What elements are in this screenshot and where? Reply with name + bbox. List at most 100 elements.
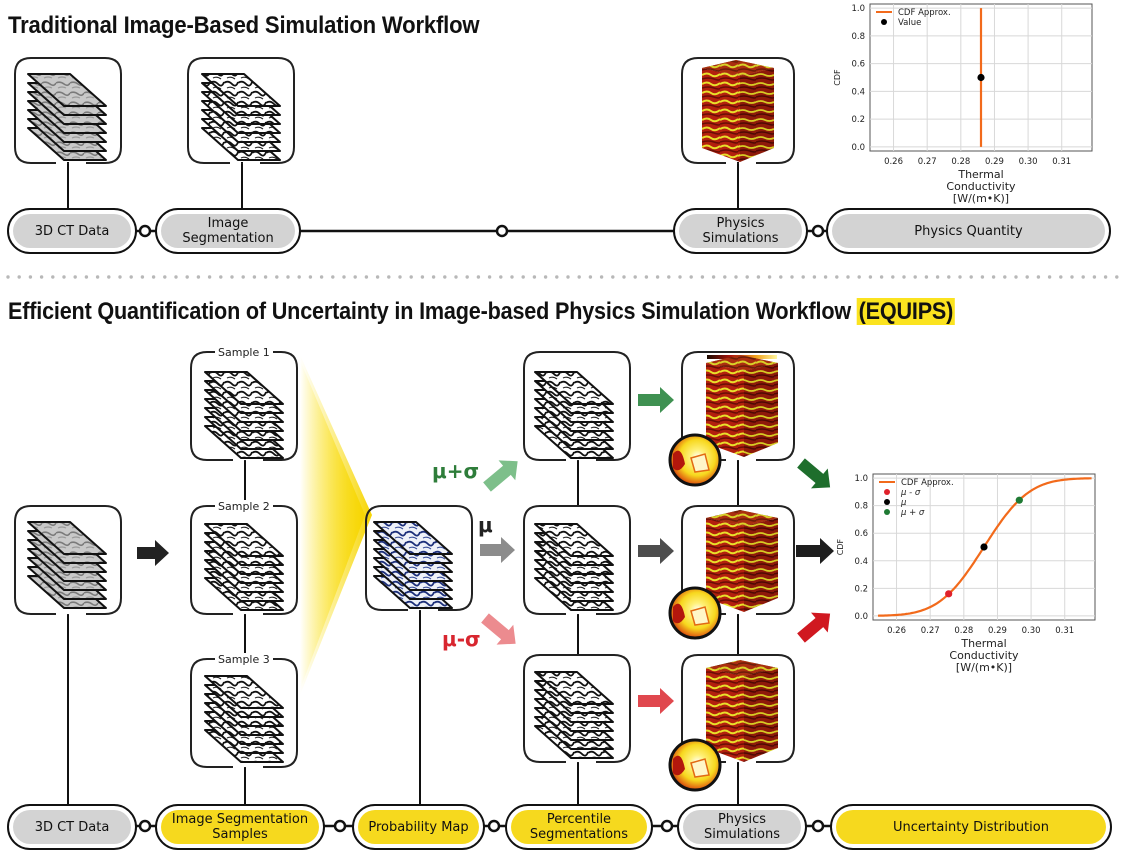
legend-label: CDF Approx. [901, 478, 954, 488]
x-tick-label: 0.29 [985, 157, 1004, 167]
x-axis-label: Conductivity [949, 649, 1019, 662]
divider-dot [151, 275, 156, 279]
top-stage-image-segmentation[interactable]: Image Segmentation [155, 208, 301, 254]
arrow-shape [638, 387, 674, 413]
ct-data-frame [14, 505, 122, 615]
frame-border [365, 505, 473, 611]
simulation-mean-cube-icon [706, 510, 778, 612]
sample-3-label: Sample 3 [215, 653, 273, 666]
arrow-to-sim-plus-icon [638, 387, 674, 413]
divider-dot [655, 275, 660, 279]
sample-2-stack-icon [204, 523, 284, 611]
stage-label: Uncertainty Distribution [836, 810, 1106, 844]
arrow-shape [137, 540, 169, 566]
stage-label: 3D CT Data [13, 214, 131, 248]
divider-dot [84, 275, 89, 279]
y-tick-label: 0.2 [854, 584, 868, 594]
divider-dot [566, 275, 570, 279]
divider-dot [398, 275, 402, 279]
divider-dot [6, 275, 10, 279]
top-stage-ct-data[interactable]: 3D CT Data [7, 208, 137, 254]
frame-border [14, 57, 122, 164]
disk-highlight [690, 453, 710, 473]
stage-label: Image Segmentation [161, 214, 295, 248]
divider-dot [891, 275, 895, 279]
cube-front [706, 518, 744, 612]
divider-dot [532, 275, 537, 279]
divider-dot [140, 275, 145, 279]
slice [27, 73, 107, 107]
top-stage-physics-simulations[interactable]: Physics Simulations [673, 208, 808, 254]
divider-dot [1003, 275, 1007, 279]
x-tick-label: 0.26 [887, 626, 906, 636]
disk-blob [673, 603, 685, 624]
data-point [980, 543, 988, 551]
y-tick-label: 1.0 [854, 474, 868, 484]
bottom-workflow [14, 351, 1010, 833]
bottom-title: Efficient Quantification of Uncertainty … [8, 298, 955, 326]
bottom-stage-uncertainty-distribution[interactable]: Uncertainty Distribution [830, 804, 1112, 850]
divider-dot [107, 275, 111, 279]
divider-dot [879, 275, 884, 279]
y-tick-label: 0.2 [851, 115, 865, 125]
divider-dot [331, 275, 335, 279]
divider-dot [263, 275, 268, 279]
percentile-mean-stack-icon [534, 523, 614, 611]
slice [27, 521, 107, 555]
bottom-stage-segmentation-samples[interactable]: Image Segmentation Samples [155, 804, 325, 850]
slice [204, 675, 284, 709]
cube-side [740, 68, 774, 162]
bottom-title-text: Efficient Quantification of Uncertainty … [8, 298, 851, 325]
bottom-stage-ct-data[interactable]: 3D CT Data [7, 804, 137, 850]
divider-dot [207, 275, 212, 279]
arrow-shape [480, 537, 515, 563]
slice [534, 523, 614, 557]
divider-dot [734, 275, 738, 279]
divider-dot [1014, 275, 1018, 279]
bottom-stage-percentile-segmentations[interactable]: Percentile Segmentations [505, 804, 653, 850]
divider-dot [588, 275, 593, 279]
bottom-stage-physics-simulations[interactable]: Physics Simulations [677, 804, 807, 850]
ct-data-frame [14, 57, 122, 164]
divider-dot [543, 275, 548, 279]
cube-front [702, 68, 740, 162]
stage-label: Physics Simulations [679, 214, 802, 248]
stage-label: Physics Quantity [832, 214, 1105, 248]
divider-dot [611, 275, 615, 279]
divider-dot [577, 275, 581, 279]
x-tick-label: 0.30 [1019, 157, 1038, 167]
x-tick-label: 0.31 [1052, 157, 1071, 167]
bottom-connector-dot [487, 819, 501, 833]
divider-dot [678, 275, 682, 279]
divider-dot [39, 275, 44, 279]
top-connector-dot [495, 224, 509, 238]
divider-dot [599, 275, 604, 279]
legend-label: μ [900, 498, 907, 508]
legend-label: μ - σ [900, 488, 921, 498]
ct-stack-icon [27, 521, 107, 609]
divider-dot [286, 275, 290, 279]
divider-dot [409, 275, 413, 279]
arrow-shape [483, 460, 518, 492]
slice [204, 523, 284, 557]
divider-dot [723, 275, 727, 279]
x-tick-label: 0.26 [884, 157, 903, 167]
divider-dot [521, 275, 525, 279]
bottom-stage-probability-map[interactable]: Probability Map [352, 804, 485, 850]
divider-dot [241, 275, 245, 279]
simulation-minus-cube-icon [706, 660, 778, 762]
arrow-to-sim-mean-icon [638, 538, 674, 564]
divider-dot [73, 275, 77, 279]
divider-dot [1081, 275, 1085, 279]
legend-marker [884, 499, 890, 505]
mu-plus-sigma-label: μ+σ [432, 459, 480, 483]
top-stage-physics-quantity[interactable]: Physics Quantity [826, 208, 1111, 254]
x-axis-label: [W/(m•K)] [953, 192, 1009, 205]
y-axis-label: CDF [833, 69, 842, 86]
divider-dot [902, 275, 906, 279]
bottom-connector-dot [333, 819, 347, 833]
divider-dot [555, 275, 559, 279]
bottom-connector-dot [660, 819, 674, 833]
divider-dot [174, 275, 178, 279]
